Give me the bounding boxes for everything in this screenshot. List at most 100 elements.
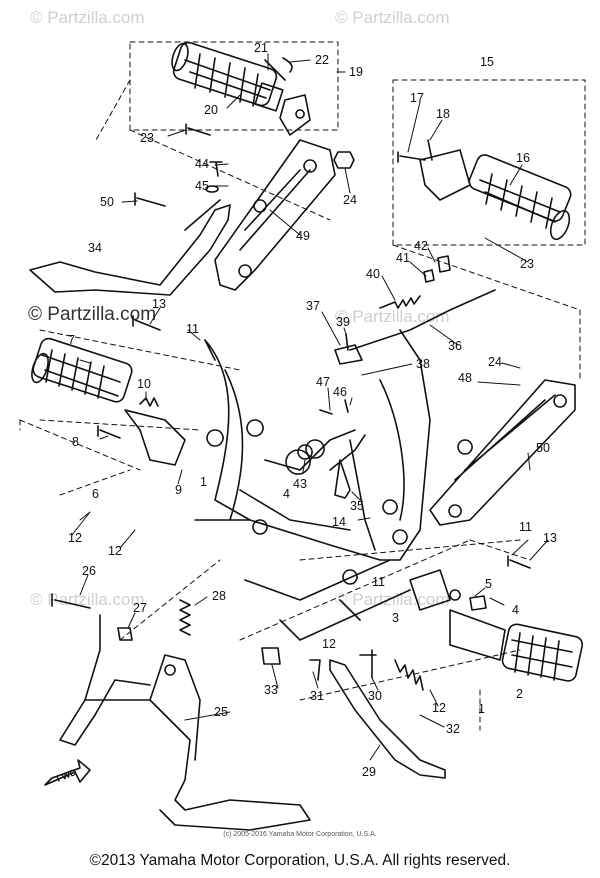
callout-47: 47: [316, 375, 330, 389]
callout-36: 36: [448, 339, 462, 353]
group-box-19: [95, 41, 339, 141]
callout-26: 26: [82, 564, 96, 578]
callout-23: 23: [140, 131, 154, 145]
nut-24-upper: [333, 151, 355, 169]
callout-44: 44: [195, 157, 209, 171]
bolt-44: [209, 161, 223, 177]
callout-33: 33: [264, 683, 278, 697]
footpeg-7: [31, 337, 186, 466]
group-box-15: [392, 79, 586, 246]
callout-14: 14: [332, 515, 346, 529]
callout-7: 7: [68, 333, 75, 347]
bolt-13-left: [132, 315, 161, 331]
cap-42: [437, 255, 451, 273]
footrest-plate-49: [214, 139, 336, 291]
callout-11-center: 11: [372, 575, 385, 589]
callouts: 21 22 19 15 20 23 17 18 16 44 45 24 50 4…: [55, 41, 557, 784]
callout-12-a: 12: [68, 531, 82, 545]
rod-36: [349, 289, 496, 351]
callout-21: 21: [254, 41, 268, 55]
bolt-13-right: [507, 555, 531, 569]
callout-13-right: 13: [543, 531, 557, 545]
side-stand-29: [329, 659, 446, 779]
callout-18: 18: [436, 107, 450, 121]
spring-10: [139, 397, 159, 407]
callout-45: 45: [195, 179, 209, 193]
callout-43: 43: [293, 477, 307, 491]
footpeg-2: [409, 569, 584, 682]
callout-24-right: 24: [488, 355, 502, 369]
callout-12-c: 12: [322, 637, 336, 651]
callout-29: 29: [362, 765, 376, 779]
fwd-arrow: [44, 759, 91, 786]
watermark: © Partzilla.com: [28, 304, 157, 325]
callout-37: 37: [306, 299, 320, 313]
callout-17: 17: [410, 91, 424, 105]
frame: [194, 329, 431, 585]
bolt-47: [319, 399, 349, 415]
callout-46: 46: [333, 385, 347, 399]
nut-27: [117, 627, 133, 641]
watermark: © Partzilla.com: [335, 8, 450, 27]
callout-11-left: 11: [186, 322, 199, 336]
callout-6: 6: [92, 487, 99, 501]
watermark: © Partzilla.com: [30, 590, 145, 609]
leader-lines: [71, 53, 549, 761]
main-stand-25: [59, 614, 311, 831]
callout-9: 9: [175, 483, 182, 497]
pin-18: [427, 139, 433, 161]
copyright-footer: ©2013 Yamaha Motor Corporation, U.S.A. A…: [89, 852, 511, 869]
callout-8: 8: [72, 435, 79, 449]
callout-20: 20: [204, 103, 218, 117]
callout-49: 49: [296, 229, 310, 243]
spring-40: [379, 295, 421, 309]
bolt-30: [359, 649, 377, 679]
callout-1-lower: 1: [478, 702, 485, 716]
bolt-26: [51, 593, 91, 609]
footrest-plate-48: [429, 379, 576, 526]
callout-16: 16: [516, 151, 530, 165]
callout-19: 19: [349, 65, 363, 79]
callout-4-lower: 4: [512, 603, 519, 617]
bolt-8: [97, 425, 121, 439]
brake-pedal-34: [29, 199, 231, 296]
callout-2: 2: [516, 687, 523, 701]
bolt-23-upper: [185, 123, 211, 136]
washer-5: [449, 589, 461, 601]
bolt-50-upper: [134, 192, 166, 207]
callout-11-right: 11: [519, 520, 532, 534]
callout-23-right: 23: [520, 257, 534, 271]
watermark: © Partzilla.com: [30, 8, 145, 27]
callout-50-upper: 50: [100, 195, 114, 209]
callout-40: 40: [366, 267, 380, 281]
footpeg-20: [171, 41, 284, 112]
nut-41: [423, 269, 435, 283]
group-box-6: [19, 419, 141, 496]
callout-48: 48: [458, 371, 472, 385]
callout-13-left: 13: [152, 297, 166, 311]
callout-28: 28: [212, 589, 226, 603]
callout-10: 10: [137, 377, 151, 391]
callout-31: 31: [310, 689, 324, 703]
footpeg-16: [419, 149, 572, 241]
bracket-19: [279, 94, 311, 136]
callout-35: 35: [350, 499, 364, 513]
callout-1-upper: 1: [200, 475, 207, 489]
spring-32: [394, 659, 424, 691]
clip-22: [282, 57, 293, 73]
small-copyright: (c) 2005-2016 Yamaha Motor Corporation, …: [223, 831, 377, 838]
frame-lower: [244, 559, 411, 641]
callout-30: 30: [368, 689, 382, 703]
callout-38: 38: [416, 357, 430, 371]
spring-28: [179, 599, 191, 636]
watermark: © Partzilla.com: [335, 307, 450, 326]
callout-3: 3: [392, 611, 399, 625]
callout-12-b: 12: [108, 544, 122, 558]
bolt-17: [397, 151, 426, 163]
callout-50-right: 50: [536, 441, 550, 455]
callout-27: 27: [133, 601, 147, 615]
callout-39: 39: [336, 315, 350, 329]
callout-34: 34: [88, 241, 102, 255]
callout-32: 32: [446, 722, 460, 736]
